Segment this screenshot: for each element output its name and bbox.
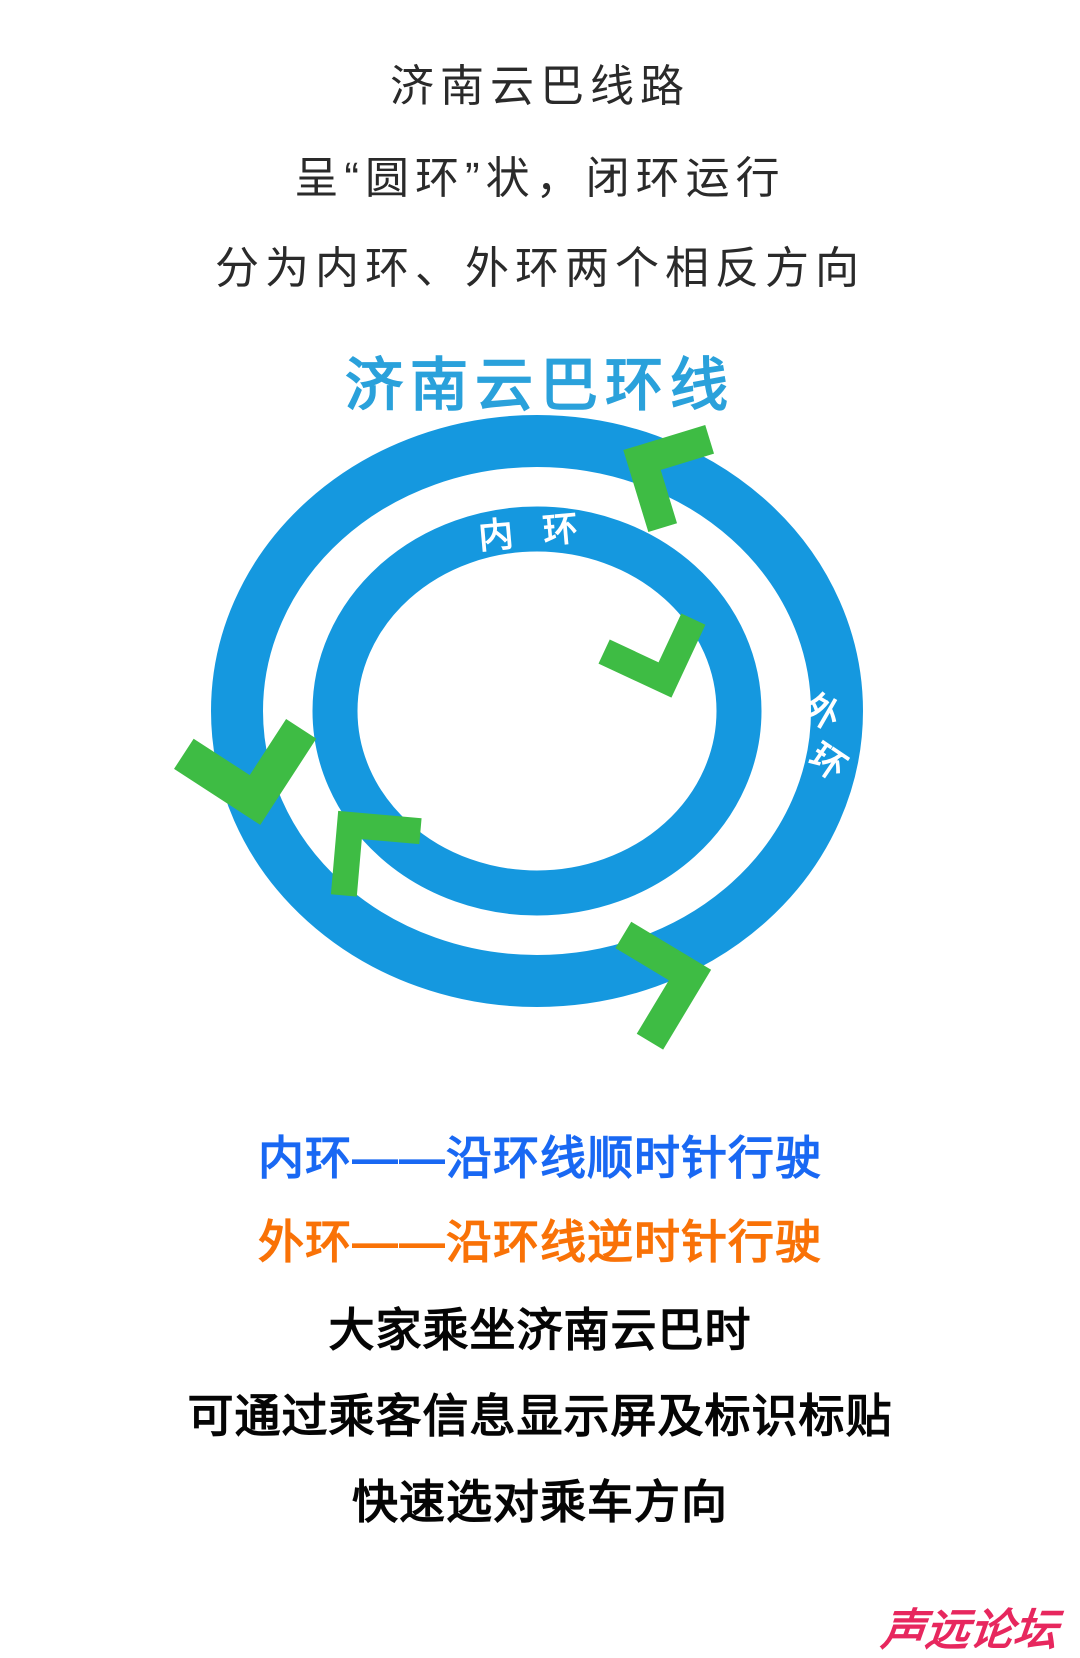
outro-line-3: 快速选对乘车方向 — [352, 1476, 728, 1528]
intro-line-1: 济南云巴线路 — [390, 62, 690, 111]
intro-line-2: 呈“圆环”状，闭环运行 — [294, 154, 786, 203]
outer-ring — [211, 415, 863, 1007]
legend-inner-ring: 内环——沿环线顺时针行驶 — [258, 1132, 822, 1184]
watermark-logo: 声远论坛 — [878, 1606, 1061, 1655]
intro-line-3: 分为内环、外环两个相反方向 — [215, 244, 865, 293]
loop-line-diagram: 内 环 外 环 — [174, 415, 863, 1050]
legend-outer-ring: 外环——沿环线逆时针行驶 — [258, 1216, 822, 1268]
outro-line-1: 大家乘坐济南云巴时 — [328, 1304, 752, 1356]
direction-arrow-inner-bottom-left-icon — [330, 810, 422, 897]
direction-arrow-inner-right-icon — [598, 613, 706, 698]
inner-ring-label: 内 环 — [477, 508, 590, 556]
inner-ring — [312, 506, 762, 916]
direction-arrow-outer-top-icon — [623, 424, 715, 533]
direction-arrow-outer-bottom-right-icon — [615, 921, 712, 1050]
direction-arrow-outer-left-icon — [174, 719, 317, 825]
outro-line-2: 可通过乘客信息显示屏及标识标贴 — [187, 1390, 893, 1442]
diagram-title: 济南云巴环线 — [344, 353, 735, 418]
